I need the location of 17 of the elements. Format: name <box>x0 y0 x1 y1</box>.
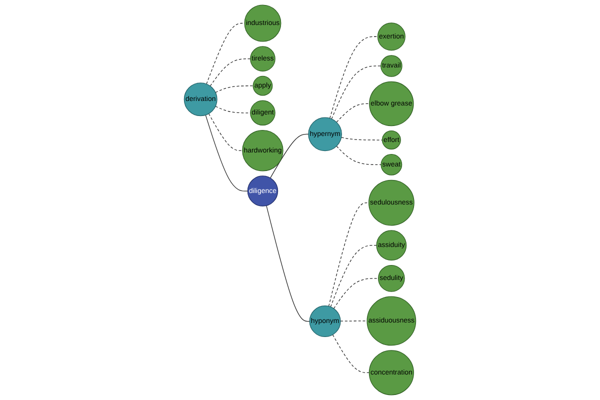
connector <box>215 106 251 114</box>
connector <box>332 334 370 373</box>
connector <box>330 245 377 308</box>
connector <box>333 278 379 309</box>
connector <box>208 113 243 151</box>
connector <box>331 66 382 120</box>
connector <box>336 146 382 165</box>
connector <box>328 202 370 307</box>
connector <box>340 320 368 322</box>
connector <box>336 103 370 123</box>
connector <box>210 58 251 86</box>
connector <box>205 114 248 192</box>
connector <box>266 205 310 322</box>
connector <box>206 22 245 84</box>
connector <box>215 86 254 93</box>
connector <box>270 134 309 178</box>
connector <box>330 36 378 119</box>
